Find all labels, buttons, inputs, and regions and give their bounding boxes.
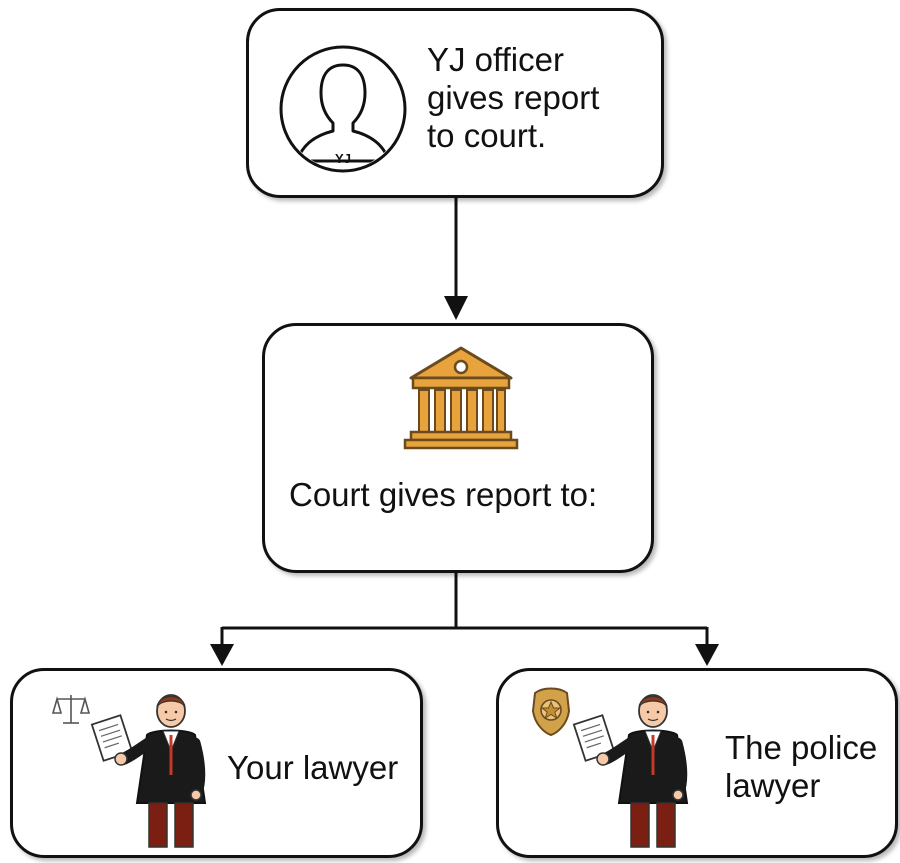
yj-officer-label-line: to court. — [427, 117, 547, 154]
node-your-lawyer: Your lawyer — [10, 668, 423, 858]
node-police-lawyer: The police lawyer — [496, 668, 898, 858]
your-lawyer-label-line: Your lawyer — [227, 749, 399, 786]
edge-court-to-police-lawyer — [695, 627, 719, 666]
node-court: Court gives report to: — [262, 323, 654, 573]
yj-officer-label-line: gives report — [427, 79, 600, 116]
person-silhouette-icon: YJ — [279, 45, 407, 173]
police-lawyer-label-line: lawyer — [725, 767, 821, 804]
node-yj-officer: YJ YJ officer gives report to court. — [246, 8, 664, 198]
court-label-line: Court gives report to: — [289, 476, 598, 513]
svg-text:YJ: YJ — [335, 151, 351, 166]
yj-officer-label-line: YJ officer — [427, 41, 564, 78]
edge-court-to-lawyers — [222, 573, 707, 630]
your-lawyer-label: Your lawyer — [227, 749, 398, 787]
courthouse-icon — [403, 346, 519, 450]
court-label: Court gives report to: — [289, 476, 597, 514]
police-lawyer-label-line: The police — [725, 729, 878, 766]
lawyer-with-police-badge-icon — [531, 687, 689, 848]
yj-officer-label: YJ officer gives report to court. — [427, 41, 599, 155]
lawyer-with-scales-icon — [51, 694, 207, 848]
police-lawyer-label: The police lawyer — [725, 729, 877, 805]
edge-yj-to-court — [444, 198, 468, 320]
edge-court-to-your-lawyer — [210, 627, 234, 666]
